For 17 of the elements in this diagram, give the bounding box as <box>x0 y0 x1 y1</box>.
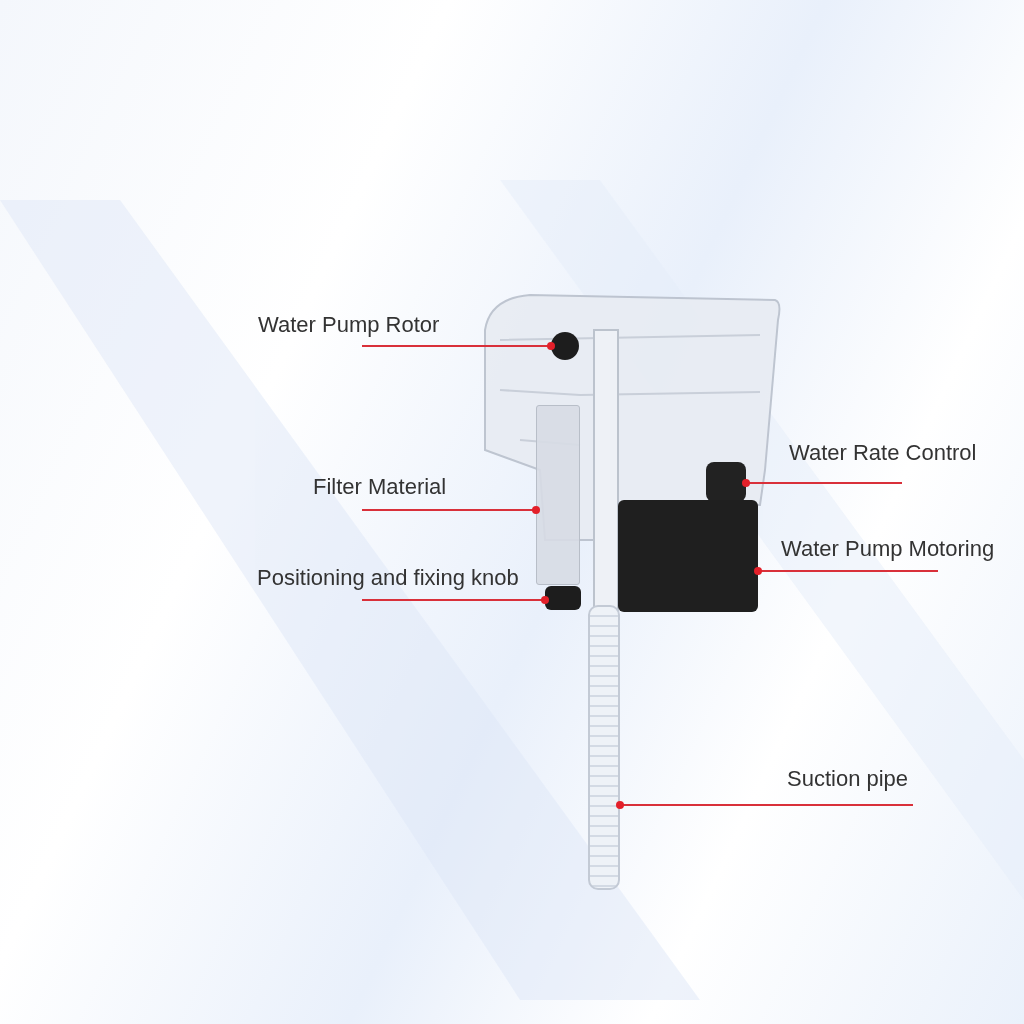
part-label: Water Pump Motoring <box>781 536 995 571</box>
leader-line <box>361 596 549 604</box>
part-label: Suction pipe <box>787 766 909 805</box>
leader-line <box>616 801 914 809</box>
part-label: Water Rate Control <box>789 440 977 483</box>
pump-motor-block <box>618 500 758 612</box>
leader-line <box>742 479 903 487</box>
filter-sponge <box>536 405 580 585</box>
fixing-knob <box>545 586 581 610</box>
leader-line <box>754 567 939 575</box>
part-label: Water Pump Rotor <box>258 312 440 346</box>
part-label: Positioning and fixing knob <box>257 565 519 600</box>
part-label: Filter Material <box>313 474 447 510</box>
leader-line <box>361 342 555 350</box>
suction-pipe <box>588 605 620 890</box>
rate-control-dial <box>706 462 746 502</box>
leader-line <box>361 506 540 514</box>
